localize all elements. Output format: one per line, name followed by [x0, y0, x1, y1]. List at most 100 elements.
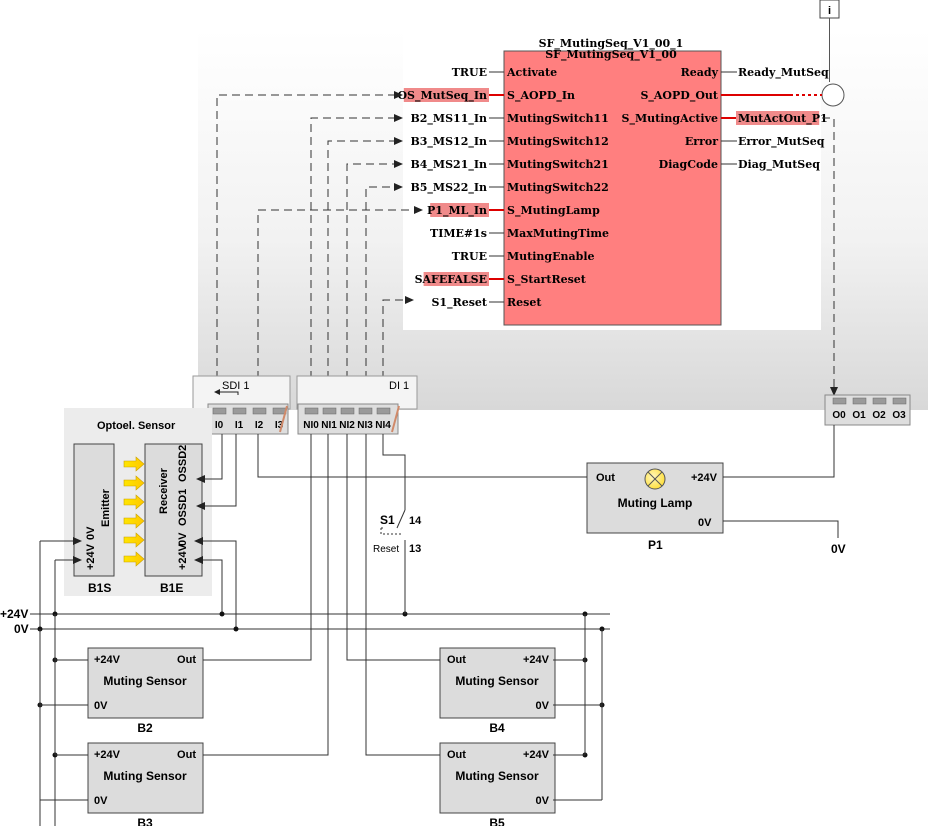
sensor-plus: +24V	[94, 654, 121, 666]
terminal-O1[interactable]: O1	[852, 397, 867, 421]
sensor-zero: 0V	[94, 795, 108, 807]
fb-input-var: P1_ML_In	[427, 204, 487, 218]
terminal-NI0[interactable]: NI0	[303, 407, 319, 431]
terminal-label: NI0	[303, 420, 319, 431]
terminal-led	[376, 407, 391, 415]
sdi-title: SDI 1	[222, 380, 250, 392]
fb-type-name: SF_MutingSeq_V1_00	[545, 48, 677, 62]
terminal-label: NI1	[321, 420, 337, 431]
terminal-O0[interactable]: O0	[832, 397, 847, 421]
receiver-pin-ossd1: OSSD1	[177, 489, 189, 526]
light-beam-arrow	[123, 494, 145, 510]
fb-input-pin: S_StartReset	[507, 273, 587, 287]
sensor-plus: +24V	[523, 654, 550, 666]
dashed-signal-lines	[216, 94, 835, 405]
lamp-wiring	[257, 425, 839, 538]
connector-circle	[821, 83, 845, 107]
fb-input-pin: S_AOPD_In	[507, 89, 575, 103]
receiver-pin-0v: 0V	[177, 532, 189, 546]
light-beam-arrow	[123, 532, 145, 548]
terminal-led	[852, 397, 867, 405]
arrowheads	[394, 91, 838, 396]
sensor-name: Muting Sensor	[455, 674, 539, 688]
emitter-pin-0v: 0V	[85, 526, 97, 540]
fb-output-var: Ready_MutSeq	[738, 66, 829, 80]
switch-pin-a: 14	[409, 515, 422, 527]
fb-input-9[interactable]: S_StartReset SAFEFALSE	[415, 272, 587, 287]
emitter-tag: B1S	[88, 581, 111, 595]
info-icon[interactable]: i	[819, 0, 840, 19]
terminal-led	[872, 397, 887, 405]
sensor-out: Out	[447, 654, 466, 666]
fb-input-var: SAFEFALSE	[415, 273, 487, 286]
terminal-label: O2	[872, 410, 886, 421]
fb-input-var: B2_MS11_In	[410, 112, 487, 126]
di-title: DI 1	[389, 380, 409, 392]
function-block[interactable]: SF_MutingSeq_V1_00_1 SF_MutingSeq_V1_00 …	[397, 37, 830, 326]
sensor-plus: +24V	[94, 749, 121, 761]
light-beam-arrow	[123, 456, 145, 472]
terminal-label: I2	[255, 420, 264, 431]
fb-output-1[interactable]: S_AOPD_Out	[640, 89, 718, 103]
terminal-I1[interactable]: I1	[232, 407, 247, 431]
fb-input-var: TRUE	[452, 250, 487, 263]
sensor-name: Muting Sensor	[103, 769, 187, 783]
sensor-tag: B5	[489, 816, 505, 826]
sensor-tag: B4	[489, 721, 505, 735]
terminal-led	[304, 407, 319, 415]
safe-highlight	[403, 88, 489, 102]
fb-input-var: TIME#1s	[430, 227, 487, 240]
fb-output-pin: S_AOPD_Out	[640, 89, 718, 103]
terminal-label: NI3	[357, 420, 373, 431]
fb-input-pin: Activate	[506, 66, 557, 79]
sensor-tag: B3	[137, 816, 153, 826]
reset-switch[interactable]: S1 Reset 14 13	[373, 434, 422, 614]
terminal-led	[832, 397, 847, 405]
terminal-NI4[interactable]: NI4	[375, 407, 391, 431]
terminal-I2[interactable]: I2	[252, 407, 267, 431]
switch-tag: S1	[380, 513, 395, 527]
terminal-label: NI4	[375, 420, 391, 431]
terminal-led	[252, 407, 267, 415]
terminal-NI2[interactable]: NI2	[339, 407, 355, 431]
terminal-O3[interactable]: O3	[892, 397, 907, 421]
power-rails	[30, 613, 610, 630]
fb-output-var: MutActOut_P1	[738, 112, 828, 126]
terminal-NI1[interactable]: NI1	[321, 407, 337, 431]
switch-name: Reset	[373, 544, 399, 555]
opto-title: Optoel. Sensor	[97, 420, 176, 432]
terminal-led	[272, 407, 287, 415]
fb-instance-name: SF_MutingSeq_V1_00_1	[539, 37, 684, 51]
terminal-O2[interactable]: O2	[872, 397, 887, 421]
receiver-label: Receiver	[158, 467, 170, 514]
terminal-NI3[interactable]: NI3	[357, 407, 373, 431]
terminal-led	[340, 407, 355, 415]
lamp-out-label: Out	[596, 472, 615, 484]
opto-arrowheads	[73, 475, 205, 564]
fb-input-pin: MutingSwitch21	[507, 158, 609, 171]
fb-input-var: B3_MS12_In	[410, 135, 487, 149]
terminal-I0[interactable]: I0	[212, 407, 227, 431]
terminal-label: I0	[215, 420, 224, 431]
